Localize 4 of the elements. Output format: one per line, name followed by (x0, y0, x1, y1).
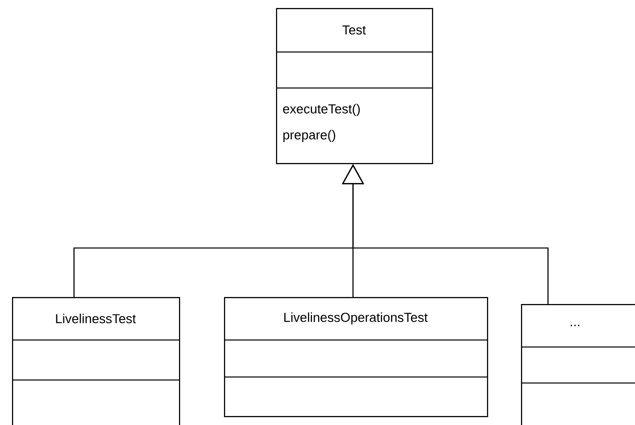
class-box: LivelinessOperationsTest (224, 297, 488, 418)
class-box: Test executeTest() prepare() (276, 8, 434, 164)
class-box: ... (521, 304, 635, 425)
class-box: LivelinessTest (12, 297, 180, 425)
